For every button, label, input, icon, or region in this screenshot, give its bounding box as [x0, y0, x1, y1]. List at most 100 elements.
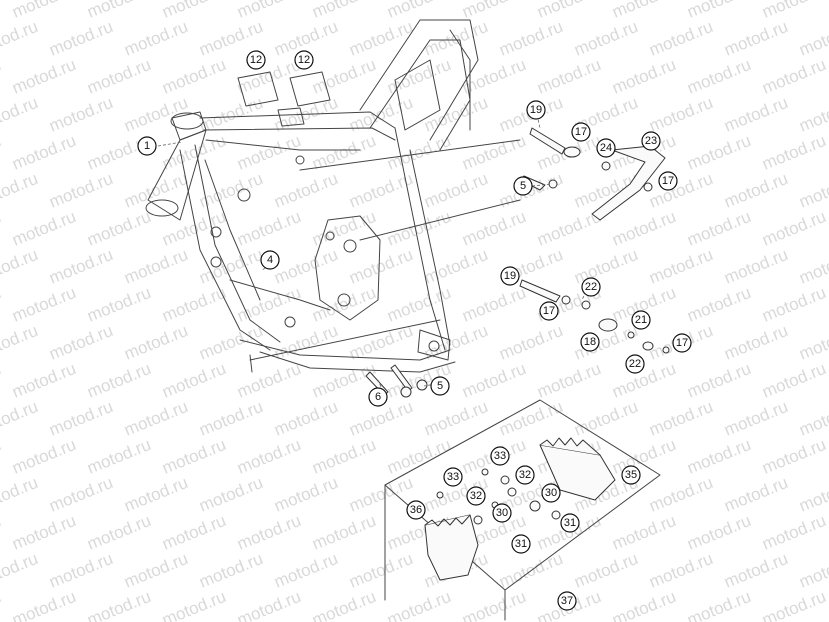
watermark-text: motod.ru [684, 283, 753, 326]
watermark-text: motod.ru [271, 473, 340, 516]
watermark-text: motod.ru [721, 549, 790, 592]
watermark-text: motod.ru [84, 0, 153, 22]
watermark-text: motod.ru [0, 169, 41, 212]
callout-6: 6 [368, 387, 388, 407]
watermark-text: motod.ru [571, 245, 640, 288]
watermark-text: motod.ru [759, 0, 828, 22]
svg-text:17: 17 [676, 337, 688, 349]
watermark-text: motod.ru [384, 207, 453, 250]
callout-30: 30 [541, 483, 561, 503]
watermark-text: motod.ru [571, 17, 640, 60]
svg-text:22: 22 [585, 281, 597, 293]
callout-37: 37 [557, 591, 577, 611]
svg-text:32: 32 [470, 490, 482, 502]
callout-23: 23 [641, 131, 661, 151]
svg-text:30: 30 [496, 507, 508, 519]
watermark-text: motod.ru [759, 207, 828, 250]
watermark-text: motod.ru [496, 17, 565, 60]
watermark-text: motod.ru [346, 17, 415, 60]
watermark-text: motod.ru [684, 55, 753, 98]
watermark-text: motod.ru [46, 169, 115, 212]
side-stand-assembly [519, 127, 666, 221]
svg-text:1: 1 [144, 140, 150, 152]
watermark-text: motod.ru [646, 549, 715, 592]
callout-21: 21 [631, 310, 651, 330]
svg-text:17: 17 [575, 126, 587, 138]
svg-text:6: 6 [375, 391, 381, 403]
callout-31: 31 [560, 513, 580, 533]
watermark-text: motod.ru [421, 169, 490, 212]
watermark-text: motod.ru [159, 511, 228, 554]
watermark-text: motod.ru [496, 321, 565, 364]
watermark-text: motod.ru [0, 511, 4, 554]
callout-30: 30 [492, 503, 512, 523]
watermark-text: motod.ru [721, 17, 790, 60]
watermark-text: motod.ru [271, 321, 340, 364]
watermark-text: motod.ru [234, 0, 303, 22]
watermark-text: motod.ru [759, 55, 828, 98]
watermark-text: motod.ru [646, 397, 715, 440]
watermark-text: motod.ru [0, 131, 4, 174]
watermark-text: motod.ru [46, 321, 115, 364]
watermark-text: motod.ru [46, 549, 115, 592]
watermark-text: motod.ru [46, 473, 115, 516]
watermark-text: motod.ru [0, 587, 4, 622]
watermark-text: motod.ru [121, 549, 190, 592]
svg-text:31: 31 [515, 538, 527, 550]
watermark-text: motod.ru [271, 169, 340, 212]
watermark-text: motod.ru [684, 207, 753, 250]
watermark-text: motod.ru [196, 321, 265, 364]
watermark-text: motod.ru [571, 397, 640, 440]
callout-12: 12 [246, 50, 266, 70]
watermark-text: motod.ru [84, 359, 153, 402]
watermark-text: motod.ru [309, 587, 378, 622]
svg-text:17: 17 [662, 175, 674, 187]
watermark-text: motod.ru [459, 207, 528, 250]
watermark-text: motod.ru [9, 359, 78, 402]
watermark-text: motod.ru [459, 283, 528, 326]
watermark-text: motod.ru [721, 245, 790, 288]
watermark-text: motod.ru [9, 435, 78, 478]
svg-text:24: 24 [600, 142, 612, 154]
watermark-text: motod.ru [0, 245, 41, 288]
watermark-text: motod.ru [346, 473, 415, 516]
watermark-text: motod.ru [384, 0, 453, 22]
watermark-text: motod.ru [646, 245, 715, 288]
watermark-text: motod.ru [384, 587, 453, 622]
watermark-text: motod.ru [121, 473, 190, 516]
callout-35: 35 [621, 465, 641, 485]
watermark-text: motod.ru [609, 587, 678, 622]
callout-17: 17 [672, 333, 692, 353]
watermark-text: motod.ru [0, 55, 4, 98]
watermark-text: motod.ru [759, 359, 828, 402]
watermark-text: motod.ru [646, 169, 715, 212]
watermark-text: motod.ru [721, 169, 790, 212]
watermark-text: motod.ru [234, 131, 303, 174]
watermark-text: motod.ru [459, 359, 528, 402]
watermark-text: motod.ru [721, 93, 790, 136]
footrest-right [539, 437, 616, 501]
watermark-text: motod.ru [684, 359, 753, 402]
callout-31: 31 [511, 534, 531, 554]
watermark-text: motod.ru [84, 511, 153, 554]
watermark-text: motod.ru [571, 549, 640, 592]
watermark-text: motod.ru [309, 0, 378, 22]
watermark-text: motod.ru [796, 321, 829, 364]
watermark-text: motod.ru [196, 549, 265, 592]
watermark-text: motod.ru [234, 511, 303, 554]
callout-18: 18 [580, 332, 600, 352]
watermark-text: motod.ru [796, 93, 829, 136]
svg-text:36: 36 [410, 504, 422, 516]
watermark-text: motod.ru [271, 397, 340, 440]
watermark-text: motod.ru [9, 0, 78, 22]
watermark-text: motod.ru [796, 169, 829, 212]
callout-22: 22 [625, 354, 645, 374]
watermark-text: motod.ru [609, 511, 678, 554]
watermark-text: motod.ru [84, 207, 153, 250]
motorcycle-frame [145, 19, 521, 373]
watermark-text: motod.ru [721, 473, 790, 516]
callout-24: 24 [596, 138, 616, 158]
svg-text:18: 18 [584, 336, 596, 348]
watermark-text: motod.ru [121, 245, 190, 288]
